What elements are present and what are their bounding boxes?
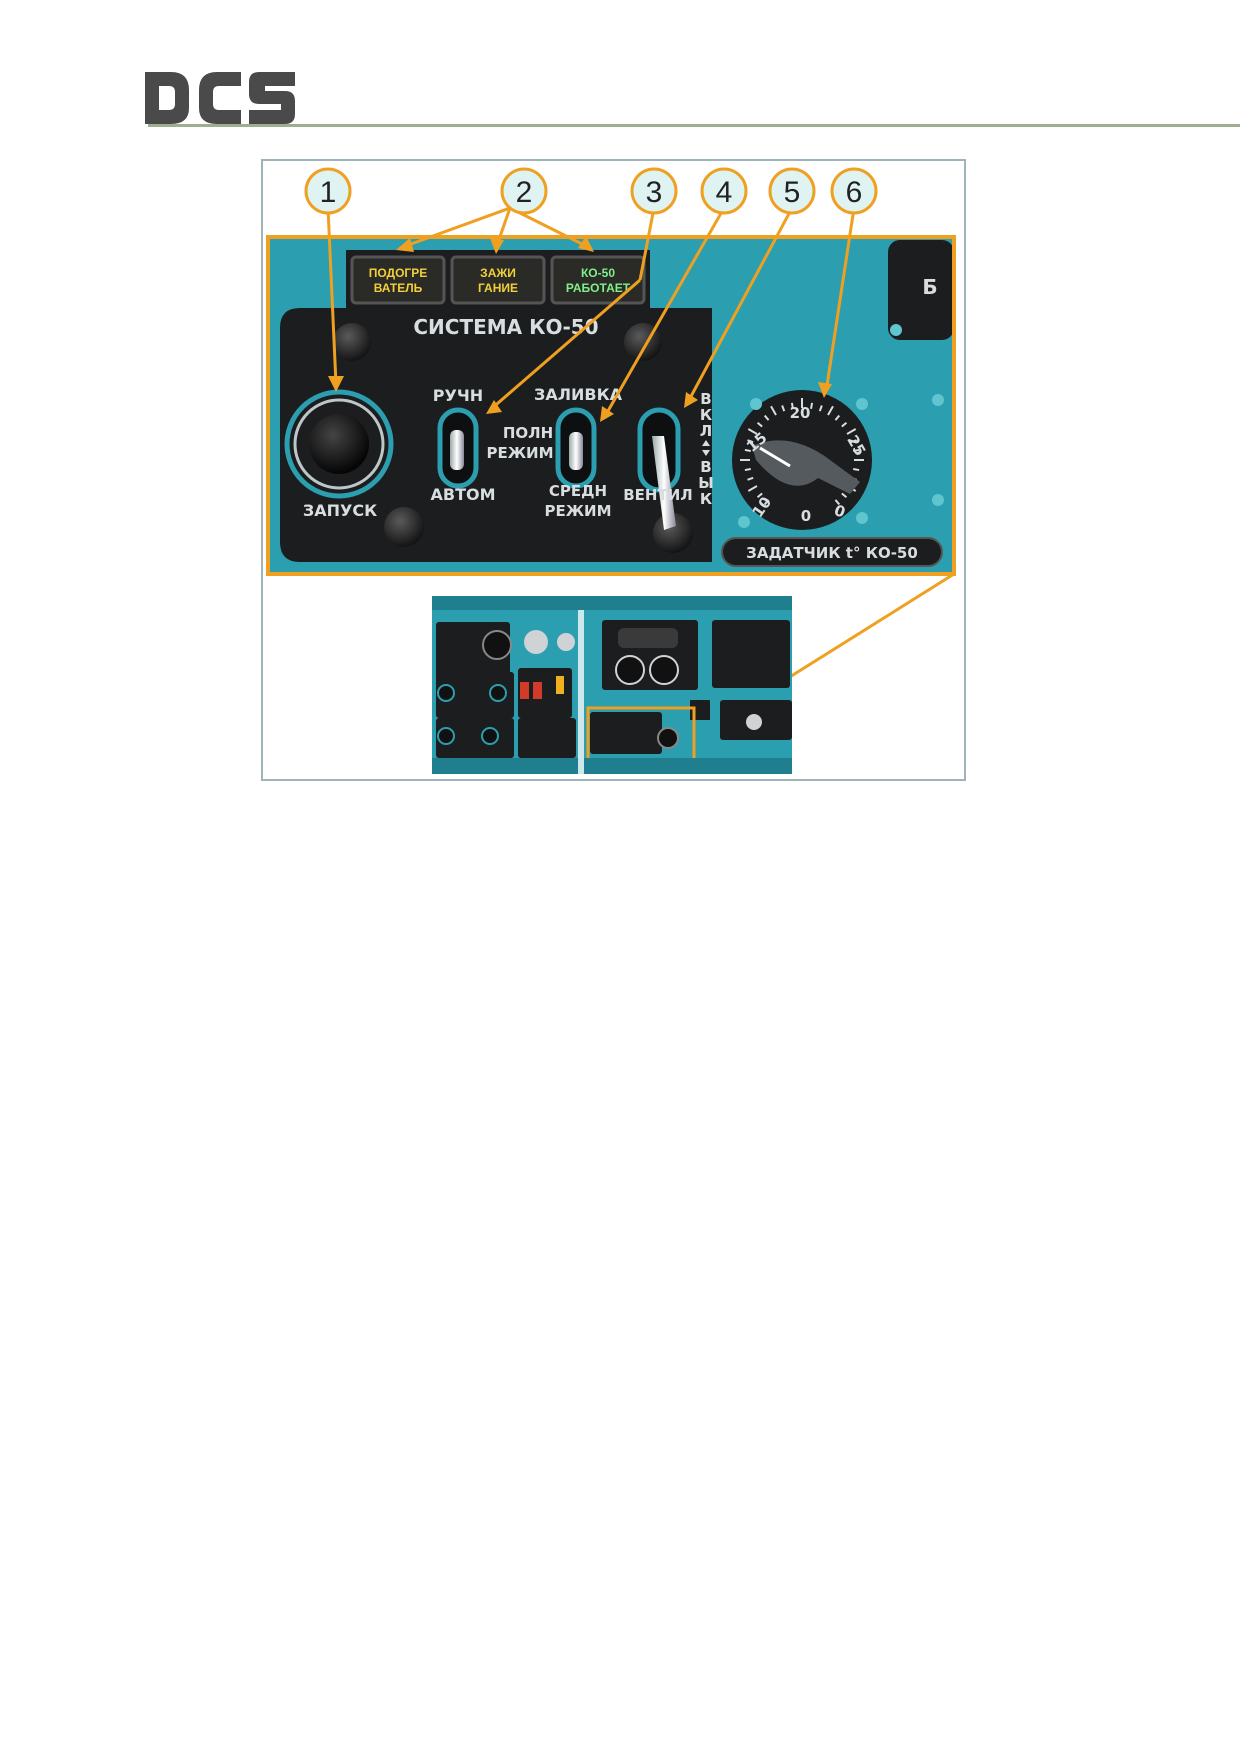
- svg-text:РАБОТАЕТ: РАБОТАЕТ: [566, 281, 631, 295]
- vkl-letter-k: К: [700, 406, 713, 424]
- dial-tick: [747, 476, 754, 481]
- dial-number-0-left: 0: [801, 507, 811, 525]
- panel-screw: [890, 324, 902, 336]
- start-button[interactable]: [284, 389, 394, 499]
- dial-tick: [744, 448, 751, 452]
- mid-mode-label-2: РЕЖИМ: [544, 502, 611, 520]
- side-letter: Б: [922, 275, 937, 299]
- auto-label: АВТОМ: [430, 485, 495, 504]
- dial-tick: [841, 421, 848, 428]
- dial-screw: [750, 398, 762, 410]
- panel-screw: [932, 394, 944, 406]
- dcs-logo: [145, 72, 295, 124]
- callout-3: 3: [630, 167, 678, 215]
- mount-knob-bottom-left: [384, 507, 424, 547]
- svg-text:КО-50: КО-50: [581, 266, 615, 280]
- dial-tick: [853, 468, 860, 472]
- dial-tick: [834, 414, 841, 421]
- dial-tick: [744, 468, 751, 472]
- dial-tick: [747, 485, 758, 492]
- svg-text:ГАНИЕ: ГАНИЕ: [478, 281, 518, 295]
- callout-markers: 1 2 3 4 5 6: [304, 167, 878, 215]
- dial-screw: [856, 512, 868, 524]
- lamp-ko50-running[interactable]: КО-50 РАБОТАЕТ: [550, 255, 646, 305]
- dial-number-20: 20: [790, 404, 811, 422]
- lamp-ignition[interactable]: ЗАЖИ ГАНИЕ: [450, 255, 546, 305]
- svg-text:ПОДОГРЕ: ПОДОГРЕ: [369, 266, 428, 280]
- callout-arrows: [326, 206, 955, 724]
- setter-plate: [721, 537, 943, 567]
- dial-tick: [756, 421, 763, 428]
- dial-tick: [827, 405, 834, 416]
- svg-text:ВАТЕЛЬ: ВАТЕЛЬ: [374, 281, 423, 295]
- manual-label: РУЧН: [433, 386, 483, 405]
- dial-tick: [846, 428, 857, 435]
- vkl-letter-v: В: [700, 390, 711, 408]
- vykl-letter-y: Ы: [698, 474, 714, 492]
- fill-label: ЗАЛИВКА: [534, 385, 623, 404]
- callout-1: 1: [304, 167, 352, 215]
- mid-mode-label-1: СРЕДН: [549, 482, 607, 500]
- callout-2: 2: [500, 167, 548, 215]
- dial-tick: [770, 405, 777, 416]
- mount-knob-bottom-right: [653, 513, 693, 553]
- dial-tick: [781, 405, 786, 412]
- callout-6: 6: [830, 167, 878, 215]
- start-label: ЗАПУСК: [303, 501, 377, 520]
- panel-screw: [932, 494, 944, 506]
- callout-label: 2: [516, 176, 533, 209]
- callout-label: 4: [716, 176, 733, 209]
- cockpit-overview-inset: [432, 596, 792, 774]
- header-rule: [148, 124, 1240, 127]
- toggle-fill-mode[interactable]: [555, 407, 597, 489]
- dial-tick: [790, 402, 794, 409]
- panel-highlight: [266, 235, 956, 576]
- dial-tick: [834, 499, 841, 506]
- toggle-vent[interactable]: [637, 407, 681, 530]
- callout-4: 4: [700, 167, 748, 215]
- svg-text:ЗАЖИ: ЗАЖИ: [480, 266, 516, 280]
- dial-tick: [747, 428, 758, 435]
- callout-label: 5: [784, 176, 801, 209]
- callout-5: 5: [768, 167, 816, 215]
- vkl-arrows-icon: [702, 440, 710, 456]
- dial-tick: [756, 492, 763, 499]
- panel-title: СИСТЕМА КО-50: [413, 315, 598, 339]
- setter-label: ЗАДАТЧИК t° КО-50: [746, 544, 918, 562]
- vykl-letter-v: В: [700, 458, 711, 476]
- dial-tick: [747, 439, 754, 444]
- dial-tick: [763, 499, 770, 506]
- dial-tick: [763, 414, 770, 421]
- dial-tick: [853, 448, 860, 452]
- callout-label: 3: [646, 176, 663, 209]
- dial-screw: [738, 516, 750, 528]
- toggle-manual-auto[interactable]: [437, 407, 479, 489]
- full-mode-label-1: ПОЛН: [503, 424, 553, 442]
- vkl-letter-l: Л: [700, 422, 712, 440]
- mount-knob-top-left: [333, 323, 371, 361]
- vykl-letter-k: К: [700, 490, 713, 508]
- vent-label: ВЕНТИЛ: [623, 486, 692, 504]
- dial-tick: [850, 439, 857, 444]
- dial-tick: [810, 402, 814, 409]
- callout-label: 1: [320, 176, 337, 209]
- full-mode-label-2: РЕЖИМ: [486, 444, 553, 462]
- control-plate: [280, 308, 712, 562]
- lamp-heater[interactable]: ПОДОГРЕ ВАТЕЛЬ: [350, 255, 446, 305]
- callout-label: 6: [846, 176, 863, 209]
- temperature-dial[interactable]: [732, 390, 872, 530]
- dial-tick: [841, 492, 848, 499]
- dial-tick: [818, 405, 823, 412]
- dial-screw: [856, 398, 868, 410]
- side-block: [888, 240, 954, 340]
